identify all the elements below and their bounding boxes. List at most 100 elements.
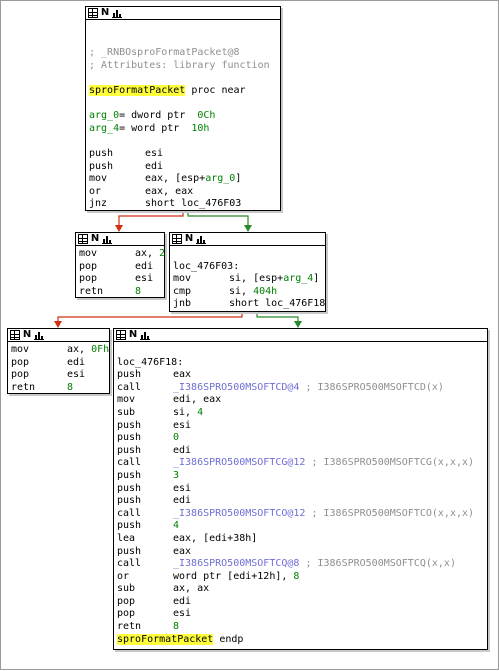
code-line[interactable]: arg_0= dword ptr 0Ch <box>89 110 277 123</box>
code-line[interactable]: call_I386SPRO500MSOFTCG@12 ; I386SPRO500… <box>117 457 484 470</box>
proc-keyword: endp <box>213 633 244 645</box>
proc-name[interactable]: sproFormatPacket <box>89 84 186 96</box>
call-comment: ; I386SPRO500MSOFTCQ(x,x) <box>299 558 456 570</box>
mnemonic: cmp <box>173 285 192 297</box>
call-target[interactable]: _I386SPRO500MSOFTCD@4 <box>173 381 300 393</box>
grid-icon[interactable] <box>10 330 20 340</box>
n-icon[interactable]: N <box>128 329 138 340</box>
arg-ref[interactable]: arg_4 <box>283 273 314 285</box>
proc-name[interactable]: sproFormatPacket <box>117 633 214 645</box>
operands-close: ] <box>235 173 242 185</box>
code-line[interactable]: arg_4= word ptr 10h <box>89 123 277 136</box>
call-target[interactable]: _I386SPRO500MSOFTCG@12 <box>173 457 306 469</box>
graph-icon[interactable] <box>112 8 122 18</box>
n-icon[interactable]: N <box>22 329 32 340</box>
grid-icon[interactable] <box>88 8 98 18</box>
grid-icon[interactable] <box>78 234 88 244</box>
arg-ref[interactable]: arg_0 <box>205 173 236 185</box>
grid-icon[interactable] <box>172 234 182 244</box>
code-line[interactable]: call_I386SPRO500MSOFTCD@4 ; I386SPRO500M… <box>117 382 484 395</box>
mnemonic: retn <box>11 381 36 393</box>
operands: si, [esp+ <box>229 273 284 285</box>
grid-icon[interactable] <box>116 330 126 340</box>
code-block-entry[interactable]: N ; _RNBOsproFormatPacket@8; Attributes:… <box>85 6 281 211</box>
immediate: 8 <box>173 621 180 633</box>
immediate: 404h <box>253 285 278 297</box>
immediate: 0Fh <box>91 344 110 355</box>
code-line[interactable]: call_I386SPRO500MSOFTCQ@8 ; I386SPRO500M… <box>117 558 484 571</box>
call-target[interactable]: _I386SPRO500MSOFTCQ@8 <box>173 558 300 570</box>
edge-true-top <box>187 209 252 232</box>
graph-icon[interactable] <box>34 330 44 340</box>
loc-label[interactable]: loc_476F18: <box>117 356 184 368</box>
code-line[interactable]: ; Attributes: library function <box>89 60 277 73</box>
operands: edi <box>145 160 164 172</box>
code-line[interactable]: loc_476F18: <box>117 357 484 370</box>
graph-icon[interactable] <box>140 330 150 340</box>
mnemonic: call <box>117 457 142 469</box>
code-line[interactable]: loc_476F03: <box>173 261 322 274</box>
code-line[interactable]: ; _RNBOsproFormatPacket@8 <box>89 47 277 60</box>
blank-line <box>89 135 277 148</box>
code-line[interactable]: sproFormatPacket endp <box>117 633 484 647</box>
arg-name[interactable]: arg_0 <box>89 110 120 122</box>
operands: edi <box>173 495 192 507</box>
operands: ax, <box>67 344 92 355</box>
n-icon[interactable]: N <box>100 7 110 18</box>
loc-label[interactable]: loc_476F03: <box>173 260 240 272</box>
mnemonic: pop <box>79 273 98 285</box>
code-line[interactable]: sproFormatPacket proc near <box>89 84 277 98</box>
code-line[interactable]: call_I386SPRO500MSOFTCO@12 ; I386SPRO500… <box>117 508 484 521</box>
operands: word ptr [edi+12h], <box>173 570 294 582</box>
operands: esi <box>173 482 192 494</box>
graph-icon[interactable] <box>102 234 112 244</box>
call-target[interactable]: _I386SPRO500MSOFTCO@12 <box>173 507 306 519</box>
n-icon[interactable]: N <box>184 233 194 244</box>
arg-name[interactable]: arg_4 <box>89 122 120 134</box>
comment-text: ; Attributes: library function <box>89 59 270 71</box>
blank-line <box>89 98 277 111</box>
immediate: 8 <box>293 570 300 582</box>
call-comment: ; I386SPRO500MSOFTCD(x) <box>299 381 444 393</box>
graph-icon[interactable] <box>196 234 206 244</box>
n-icon[interactable]: N <box>90 233 100 244</box>
